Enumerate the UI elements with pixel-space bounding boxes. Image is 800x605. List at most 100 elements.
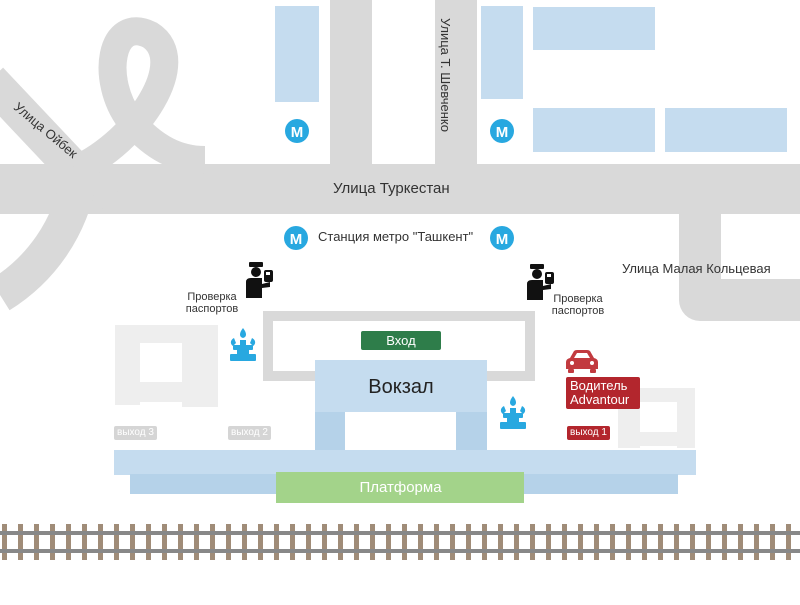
platform-label: Платформа — [359, 479, 442, 496]
street-label-shevchenko: Улица Т. Шевченко — [438, 18, 453, 132]
railway-tie — [210, 524, 215, 560]
railway-tie — [226, 524, 231, 560]
building — [665, 108, 787, 152]
station-name: Вокзал — [368, 376, 434, 398]
metro-icon[interactable]: M — [490, 226, 514, 250]
railway-tie — [754, 524, 759, 560]
railway-tie — [562, 524, 567, 560]
railway-tie — [162, 524, 167, 560]
railway-tie — [498, 524, 503, 560]
driver-company-label: Advantour — [570, 392, 630, 407]
railway-tie — [242, 524, 247, 560]
railway-tie — [690, 524, 695, 560]
railway-tie — [274, 524, 279, 560]
railway-tie — [258, 524, 263, 560]
fountain-icon — [500, 396, 526, 429]
railway-tie — [450, 524, 455, 560]
metro-icon[interactable]: M — [285, 119, 309, 143]
platform-band — [114, 450, 696, 475]
east-structure — [640, 432, 677, 446]
railway-tie — [546, 524, 551, 560]
railway-tie — [706, 524, 711, 560]
railway-tie — [354, 524, 359, 560]
metro-station-label: Станция метро "Ташкент" — [318, 229, 474, 244]
buildings — [275, 6, 787, 152]
railway-tie — [306, 524, 311, 560]
railway-track-icon — [0, 524, 800, 560]
railway-tie — [82, 524, 87, 560]
railway-tie — [658, 524, 663, 560]
east-structure — [640, 388, 677, 402]
west-structure — [115, 325, 140, 405]
railway-tie — [514, 524, 519, 560]
driver-label: Водитель — [570, 378, 628, 393]
railway-tie — [34, 524, 39, 560]
exit-2-badge: выход 2 — [228, 426, 271, 440]
railway-tie — [770, 524, 775, 560]
railway-tie — [594, 524, 599, 560]
railway-tie — [418, 524, 423, 560]
driver-meeting-point: Водитель Advantour — [566, 377, 640, 409]
rail — [0, 549, 800, 553]
car-icon — [566, 350, 598, 373]
west-structure — [140, 325, 182, 343]
road-small-ring — [679, 168, 800, 321]
railway-tie — [50, 524, 55, 560]
platform-area — [276, 472, 524, 503]
west-structure — [140, 382, 182, 402]
station-column — [315, 412, 345, 450]
railway-tie — [642, 524, 647, 560]
railway-tie — [722, 524, 727, 560]
railway-tie — [482, 524, 487, 560]
railway-tie — [114, 524, 119, 560]
station-structures — [114, 311, 696, 503]
passport-check-label: Проверка паспортов — [551, 293, 605, 317]
building — [533, 7, 655, 50]
road-loop — [68, 17, 206, 183]
railway-tie — [786, 524, 791, 560]
railway-tie — [18, 524, 23, 560]
building — [481, 6, 523, 99]
passport-check-label: Проверка паспортов — [185, 291, 239, 315]
railway-tie — [130, 524, 135, 560]
railway-tie — [466, 524, 471, 560]
railway-tie — [178, 524, 183, 560]
railway-tie — [370, 524, 375, 560]
svg-text:M: M — [496, 124, 509, 141]
railway-tie — [322, 524, 327, 560]
street-label-turkestan: Улица Туркестан — [333, 180, 450, 197]
passport-control-icon — [527, 264, 554, 300]
exit-3-badge: выход 3 — [114, 426, 157, 440]
west-structure — [182, 325, 218, 407]
passport-control-icon — [246, 262, 273, 298]
railway-tie — [98, 524, 103, 560]
railway-tie — [402, 524, 407, 560]
railway-tie — [146, 524, 151, 560]
railway-tie — [338, 524, 343, 560]
station-column — [456, 412, 487, 450]
east-structure — [677, 388, 695, 448]
svg-text:M: M — [290, 231, 303, 248]
railway-tie — [386, 524, 391, 560]
roads — [0, 0, 800, 321]
station-building — [315, 360, 487, 412]
road-shevchenko — [330, 0, 477, 168]
building — [275, 6, 319, 102]
railway-tie — [530, 524, 535, 560]
railway-tie — [674, 524, 679, 560]
metro-icon[interactable]: M — [490, 119, 514, 143]
rail — [0, 531, 800, 535]
railway-tie — [2, 524, 7, 560]
exit-1-badge: выход 1 — [567, 426, 610, 440]
railway-tie — [434, 524, 439, 560]
railway-ties — [2, 524, 791, 560]
metro-icon[interactable]: M — [284, 226, 308, 250]
railway-tie — [290, 524, 295, 560]
railway-tie — [194, 524, 199, 560]
railway-tie — [66, 524, 71, 560]
street-label-malaya-koltsevaya: Улица Малая Кольцевая — [622, 261, 771, 276]
svg-text:M: M — [496, 231, 509, 248]
railway-tie — [578, 524, 583, 560]
building — [533, 108, 655, 152]
